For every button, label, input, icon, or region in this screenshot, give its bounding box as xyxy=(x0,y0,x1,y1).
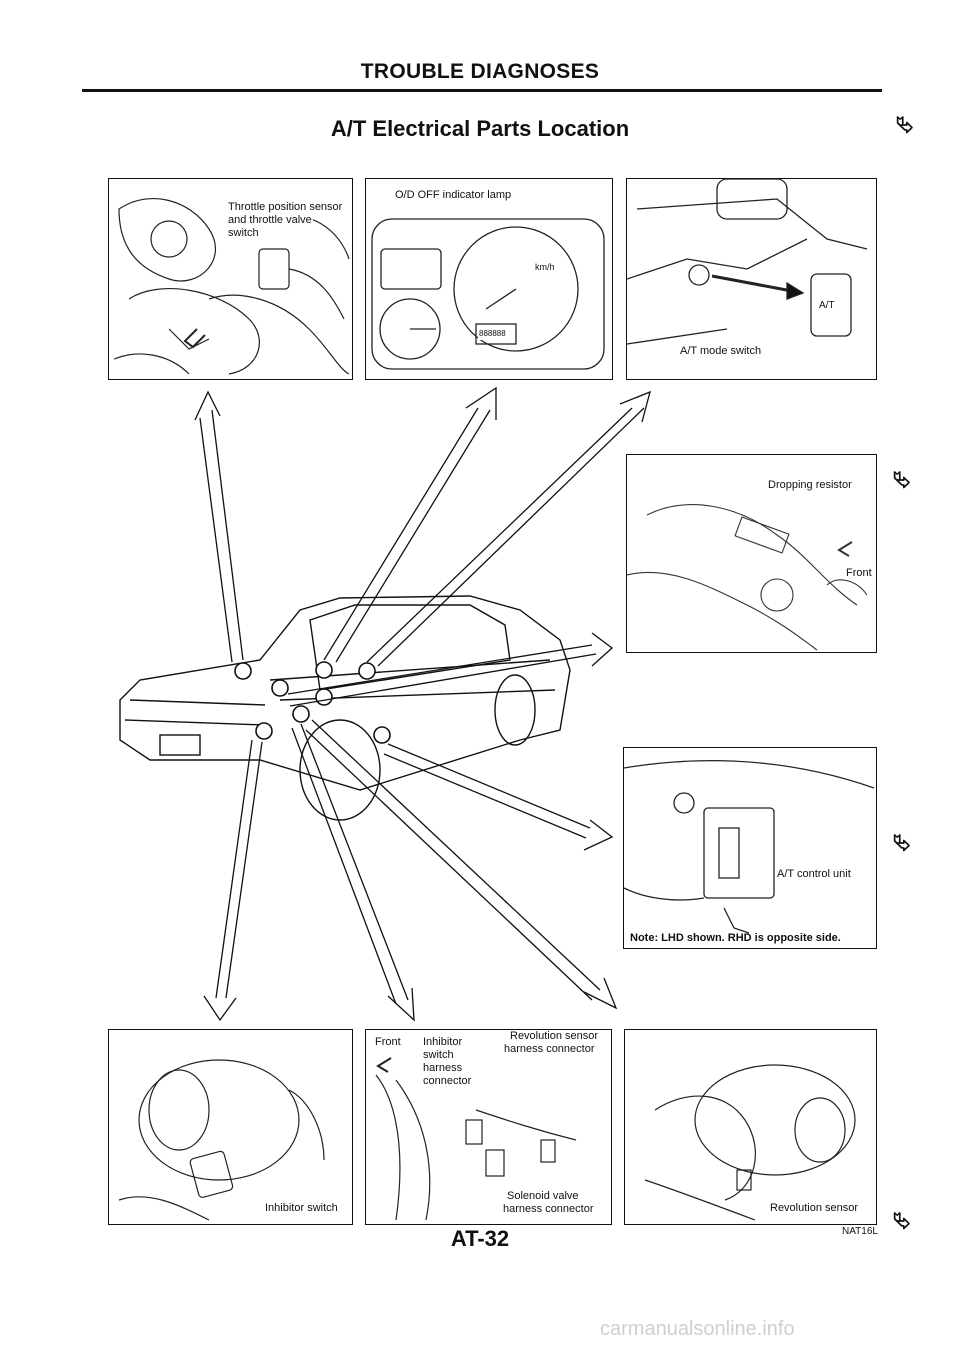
binding-mark-icon: ⮱ xyxy=(896,112,914,137)
dropping-resistor-label: Dropping resistor xyxy=(767,479,853,492)
panel-control-unit: A/T control unit Note: LHD shown. RHD is… xyxy=(623,747,877,949)
solenoid-harness-label-1: Solenoid valve xyxy=(506,1190,580,1203)
inhibitor-harness-label-4: connector xyxy=(422,1075,473,1088)
revolution-harness-label-2: harness connector xyxy=(503,1043,596,1056)
transmission-illustration xyxy=(118,1059,325,1221)
mode-switch-label: A/T mode switch xyxy=(679,345,763,358)
page-number: AT-32 xyxy=(450,1226,510,1251)
binding-mark-icon: ⮱ xyxy=(893,1208,911,1233)
revolution-sensor-label: Revolution sensor xyxy=(769,1202,860,1215)
figure-code: NAT16L xyxy=(842,1226,878,1237)
binding-mark-icon: ⮱ xyxy=(893,830,911,855)
harness-illustration xyxy=(375,1057,577,1221)
instrument-cluster-illustration xyxy=(371,218,605,370)
panel-dropping-resistor: Dropping resistor Front xyxy=(626,454,877,653)
control-unit-illustration xyxy=(624,759,875,934)
inhibitor-harness-label-2: switch xyxy=(422,1049,455,1062)
throttle-label-1: Throttle position sensor xyxy=(227,201,344,214)
inhibitor-harness-label-3: harness xyxy=(422,1062,464,1075)
inhibitor-harness-label-1: Inhibitor xyxy=(422,1036,464,1049)
od-off-lamp-label: O/D OFF indicator lamp xyxy=(394,189,513,202)
mode-button-text: A/T xyxy=(818,299,836,312)
inhibitor-switch-label: Inhibitor switch xyxy=(264,1202,339,1215)
panel-instrument-cluster: O/D OFF indicator lamp km/h 888888 xyxy=(365,178,613,380)
revolution-sensor-illustration xyxy=(644,1064,856,1221)
panel-inhibitor-switch: Inhibitor switch xyxy=(108,1029,353,1225)
solenoid-harness-label-2: harness connector xyxy=(502,1203,595,1216)
header-rule xyxy=(82,89,882,92)
speed-unit: km/h xyxy=(534,261,556,274)
binding-mark-icon: ⮱ xyxy=(893,467,911,492)
control-unit-label: A/T control unit xyxy=(776,868,852,881)
revolution-harness-label-1: Revolution sensor xyxy=(509,1030,600,1043)
front-label-harness: Front xyxy=(374,1036,402,1049)
dropping-resistor-illustration xyxy=(627,504,868,651)
panel-throttle-sensor: Throttle position sensor and throttle va… xyxy=(108,178,353,380)
mode-switch-illustration xyxy=(627,179,868,345)
panel-mode-switch: A/T A/T mode switch xyxy=(626,178,877,380)
odometer-display: 888888 xyxy=(478,327,507,340)
front-label-resistor: Front xyxy=(845,567,873,580)
page-header: TROUBLE DIAGNOSES xyxy=(360,60,600,83)
throttle-label-2: and throttle valve xyxy=(227,214,313,227)
engine-illustration xyxy=(113,198,350,375)
throttle-label-3: switch xyxy=(227,227,260,240)
panel-harness-connectors: Front Inhibitor switch harness connector… xyxy=(365,1029,612,1225)
panel-revolution-sensor: Revolution sensor xyxy=(624,1029,877,1225)
lhd-note: Note: LHD shown. RHD is opposite side. xyxy=(630,932,841,944)
section-title: A/T Electrical Parts Location xyxy=(330,116,630,141)
watermark: carmanualsonline.info xyxy=(600,1318,795,1340)
